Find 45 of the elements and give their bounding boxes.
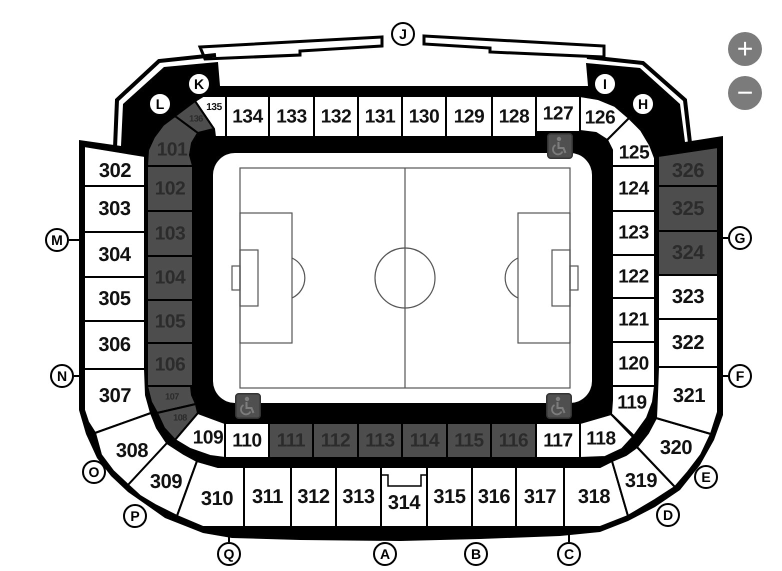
seating-section: 110 bbox=[224, 422, 270, 459]
seating-section: 315 bbox=[426, 466, 473, 528]
gate-marker: P bbox=[123, 504, 147, 528]
seating-section: 311 bbox=[243, 466, 292, 528]
seating-section: 312 bbox=[290, 466, 337, 528]
seating-section: 305 bbox=[83, 276, 146, 322]
seating-section: 306 bbox=[83, 320, 146, 370]
seating-section: 130 bbox=[401, 95, 447, 138]
seating-section: 124 bbox=[611, 165, 656, 212]
zoom-in-button: + bbox=[728, 32, 762, 66]
seating-section: 128 bbox=[491, 95, 537, 138]
seating-section: 314 bbox=[380, 466, 428, 528]
seating-section: 316 bbox=[471, 466, 517, 528]
zoom-out-button: − bbox=[728, 76, 762, 110]
gate-marker: N bbox=[50, 364, 74, 388]
seating-section: 132 bbox=[313, 95, 359, 138]
seating-section: 126 bbox=[579, 95, 630, 141]
seating-section: 323 bbox=[657, 274, 719, 320]
seating-section: 121 bbox=[611, 297, 656, 343]
seating-section: 313 bbox=[335, 466, 382, 528]
seating-section: 131 bbox=[357, 95, 403, 138]
seating-section: 134 bbox=[225, 95, 270, 138]
gate-marker: A bbox=[373, 542, 397, 566]
seating-section: 307 bbox=[83, 368, 152, 434]
seating-section: 304 bbox=[83, 231, 146, 278]
seating-section: 133 bbox=[268, 95, 315, 138]
seating-section: 129 bbox=[445, 95, 493, 138]
seating-section: 303 bbox=[83, 185, 146, 233]
gate-marker: G bbox=[728, 226, 752, 250]
gate-marker: J bbox=[391, 22, 415, 46]
seating-section: 120 bbox=[611, 341, 656, 387]
gate-marker: F bbox=[728, 364, 752, 388]
gate-marker: B bbox=[464, 542, 488, 566]
seating-section: 322 bbox=[657, 318, 719, 368]
gate-marker: C bbox=[557, 542, 581, 566]
seating-section: 122 bbox=[611, 254, 656, 299]
seating-section: 317 bbox=[515, 466, 565, 528]
gate-marker: M bbox=[45, 228, 69, 252]
gate-marker: O bbox=[82, 460, 106, 484]
gate-marker: D bbox=[656, 503, 680, 527]
gate-marker: Q bbox=[217, 542, 241, 566]
seating-section: 123 bbox=[611, 210, 656, 256]
seating-section: 117 bbox=[535, 422, 581, 459]
seating-section: 127 bbox=[535, 95, 581, 133]
gate-marker: E bbox=[694, 465, 718, 489]
